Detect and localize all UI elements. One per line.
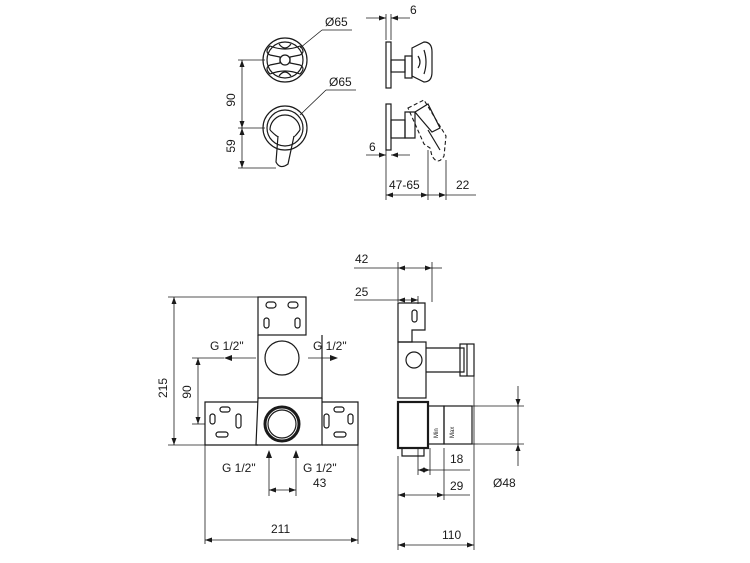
dim-depth-47-65: 47-65 bbox=[389, 178, 420, 192]
dim-center-90: 90 bbox=[224, 93, 238, 107]
dia-handle-label: Ø65 bbox=[325, 15, 348, 29]
dim-center-90-front: 90 bbox=[180, 385, 194, 399]
dim-lower-59: 59 bbox=[224, 139, 238, 153]
dim-height-215: 215 bbox=[156, 378, 170, 398]
dim-width-211: 211 bbox=[271, 522, 290, 536]
dim-tip-22: 22 bbox=[456, 178, 470, 192]
cross-handle bbox=[262, 37, 308, 83]
dim-110: 110 bbox=[442, 528, 461, 542]
dim-18: 18 bbox=[450, 452, 464, 466]
handle-side-view: 6 6 47-65 22 bbox=[366, 3, 476, 200]
outlet-right-label: G 1/2" bbox=[313, 339, 347, 353]
inlet-left-label: G 1/2" bbox=[222, 461, 256, 475]
dim-spacing-43: 43 bbox=[313, 476, 327, 490]
dim-dia-48: Ø48 bbox=[493, 476, 516, 490]
dim-25: 25 bbox=[355, 285, 369, 299]
dim-29: 29 bbox=[450, 479, 464, 493]
inlet-right-label: G 1/2" bbox=[303, 461, 337, 475]
dim-plate-top-6: 6 bbox=[410, 3, 417, 17]
body-front-view: G 1/2" G 1/2" G 1/2" G 1/2" 43 215 90 bbox=[156, 296, 359, 544]
lever-handle bbox=[262, 105, 308, 168]
dim-plate-bottom-6: 6 bbox=[369, 140, 376, 154]
dia-lever-label: Ø65 bbox=[329, 75, 352, 89]
min-label: Min bbox=[434, 428, 440, 438]
dim-42: 42 bbox=[355, 252, 369, 266]
handle-front-view: Ø65 Ø65 90 59 bbox=[224, 15, 356, 169]
body-side-view: Min Max 42 25 18 29 bbox=[354, 252, 524, 550]
max-label: Max bbox=[450, 427, 456, 438]
outlet-left-label: G 1/2" bbox=[210, 339, 244, 353]
